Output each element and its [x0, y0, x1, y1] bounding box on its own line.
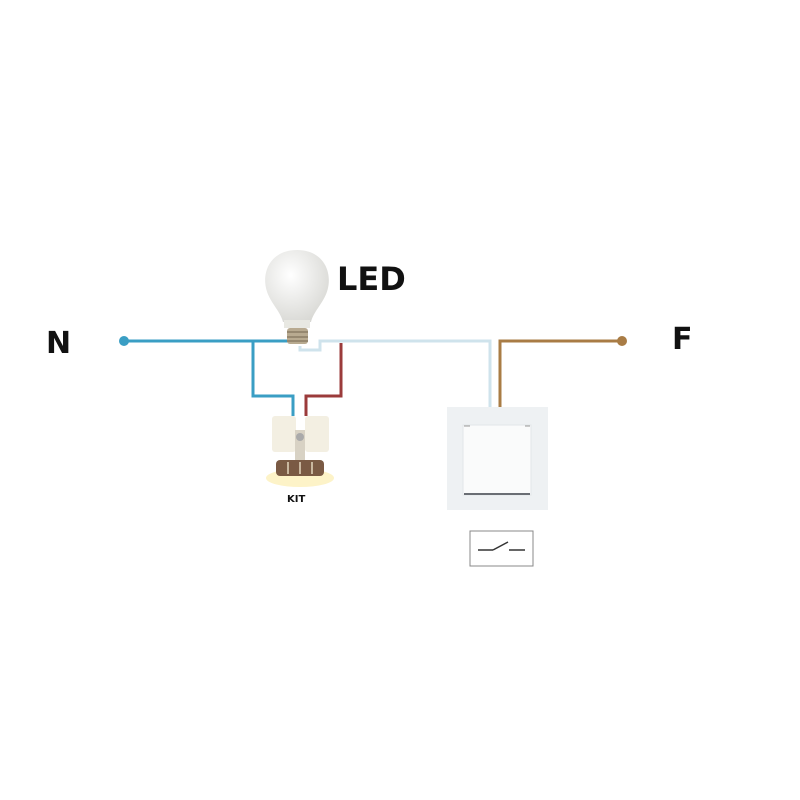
neutral-label: N — [46, 326, 72, 361]
lamp-label: LED — [337, 260, 406, 298]
phase-terminal — [617, 336, 627, 346]
kit-neutral-wire — [251, 341, 295, 416]
wall-switch — [447, 407, 548, 510]
kit-module-icon — [266, 416, 334, 487]
phase-wire — [498, 339, 622, 408]
switch-symbol-icon — [469, 530, 534, 567]
kit-label: KIT — [287, 494, 306, 505]
kit-live-wire — [304, 343, 343, 416]
switched-wire — [298, 339, 492, 408]
neutral-terminal — [119, 336, 129, 346]
led-bulb-icon — [265, 250, 329, 344]
phase-label: F — [672, 322, 693, 357]
